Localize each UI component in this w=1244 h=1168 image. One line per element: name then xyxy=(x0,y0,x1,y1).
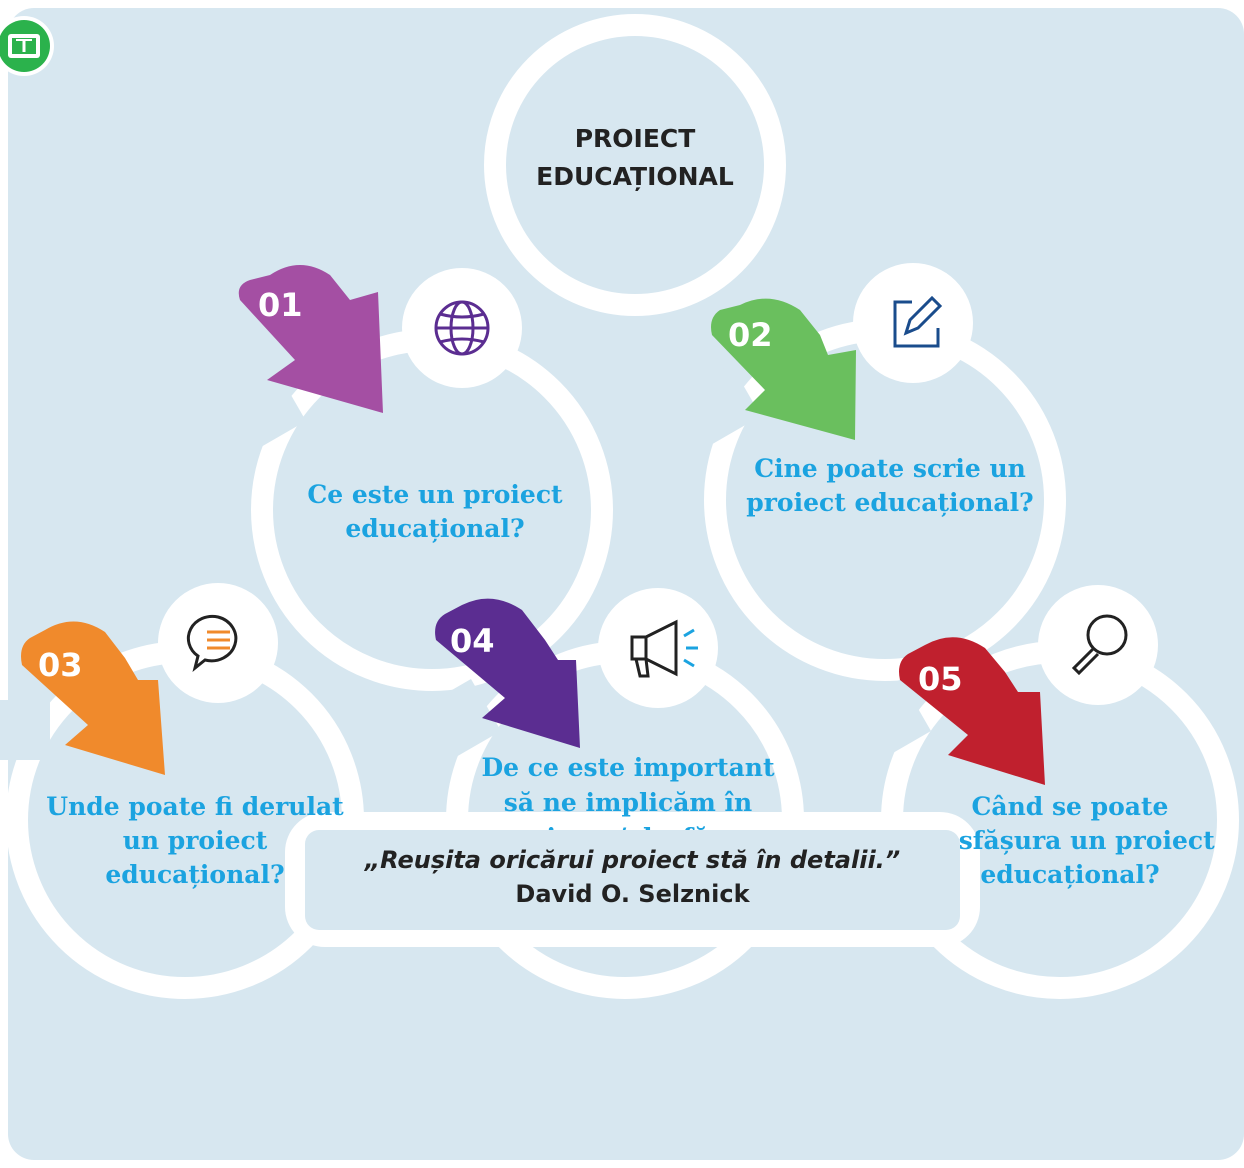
magnifier-icon xyxy=(1071,614,1128,676)
title-line-1: PROIECT xyxy=(574,124,696,153)
question-05: Când se poate desfășura un proiect educa… xyxy=(925,792,1215,889)
icon-circle-02 xyxy=(853,263,973,383)
arrow-01 xyxy=(238,265,383,413)
arrow-03 xyxy=(21,621,165,775)
quote-text: „Reușita oricărui proiect stă în detalii… xyxy=(364,846,901,874)
step-number-04: 04 xyxy=(450,622,495,660)
film-badge-icon xyxy=(0,16,54,76)
chat-bubble-icon xyxy=(186,614,238,672)
question-02: Cine poate scrie un proiect educațional? xyxy=(746,454,1034,517)
pencil-square-icon xyxy=(893,295,943,348)
icon-circle-04 xyxy=(598,588,718,708)
icon-circle-05 xyxy=(1038,585,1158,705)
arrow-05 xyxy=(899,637,1045,785)
quote-box: „Reușita oricărui proiect stă în detalii… xyxy=(305,830,960,930)
megaphone-icon xyxy=(630,619,698,678)
icon-circle-03 xyxy=(158,583,278,703)
step-number-02: 02 xyxy=(728,316,773,354)
diagram-title: PROIECT EDUCAȚIONAL xyxy=(500,120,770,196)
globe-icon xyxy=(434,300,490,356)
arrow-04 xyxy=(435,598,580,748)
quote-author: David O. Selznick xyxy=(515,880,750,908)
question-01: Ce este un proiect educațional? xyxy=(307,480,563,543)
title-line-2: EDUCAȚIONAL xyxy=(536,162,734,191)
title-ring xyxy=(484,14,786,316)
arrow-02 xyxy=(711,298,856,440)
step-number-01: 01 xyxy=(258,286,303,324)
step-number-03: 03 xyxy=(38,646,83,684)
step-number-05: 05 xyxy=(918,660,963,698)
question-03: Unde poate fi derulat un proiect educați… xyxy=(46,792,344,889)
